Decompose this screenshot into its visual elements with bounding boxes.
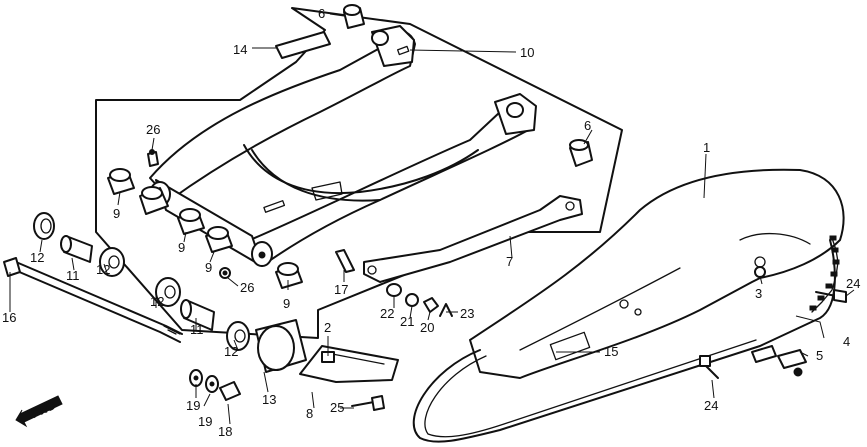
callout-9-d: 9	[283, 296, 290, 311]
plate-14	[275, 31, 331, 59]
leader-lines	[9, 13, 855, 425]
fwd-arrow-icon: FWD	[15, 395, 63, 428]
callout-12-a: 12	[30, 250, 44, 265]
callout-25: 25	[330, 400, 344, 415]
bolt-24-lower	[699, 355, 719, 379]
oil-seal-upper	[33, 212, 55, 240]
callout-26-lower: 26	[240, 280, 254, 295]
callout-labels: 1 2 3 4 5 6 6 7 8 9 9 9 9 10 11 11 12 12…	[2, 6, 860, 439]
washer-21	[405, 293, 419, 307]
callout-7: 7	[506, 254, 513, 269]
callout-9-b: 9	[178, 240, 185, 255]
swingarm-group-outline	[95, 7, 623, 339]
bushing-top	[343, 4, 365, 29]
washer-1	[189, 369, 203, 387]
callout-20: 20	[420, 320, 434, 335]
pivot-bushing-lower	[180, 299, 215, 331]
callout-10: 10	[520, 45, 534, 60]
chain-slider	[299, 345, 399, 383]
callout-24-lower: 24	[704, 398, 718, 413]
callout-11-b: 11	[190, 322, 204, 337]
slider-screw	[351, 395, 385, 411]
callout-14: 14	[233, 42, 247, 57]
pivot-nut	[219, 381, 241, 401]
pivot-collar-right	[275, 262, 303, 289]
callout-11-a: 11	[66, 268, 80, 283]
callout-24-right: 24	[846, 276, 860, 291]
pivot-bolt	[3, 257, 183, 343]
callout-13: 13	[262, 392, 276, 407]
pivot-collar-lower	[205, 226, 233, 253]
pivot-collar-upper-left	[107, 168, 135, 195]
callout-4: 4	[843, 334, 850, 349]
bolt-24-right	[815, 289, 847, 303]
washer-22	[386, 283, 402, 297]
callout-18: 18	[218, 424, 232, 439]
dust-cap	[255, 319, 307, 373]
callout-17: 17	[334, 282, 348, 297]
pivot-collar-mid	[177, 208, 205, 235]
callout-9-a: 9	[113, 206, 120, 221]
pivot-collar-upper-mid	[139, 186, 169, 215]
callout-2: 2	[324, 320, 331, 335]
swingarm	[149, 25, 537, 267]
callout-9-c: 9	[205, 260, 212, 275]
chain-case	[469, 168, 845, 379]
bearing-lower	[155, 277, 181, 307]
callout-12-d: 12	[224, 344, 238, 359]
callout-6-top: 6	[318, 6, 325, 21]
pivot-bushing-upper	[60, 235, 93, 263]
torque-arm	[363, 195, 583, 283]
callout-12-c: 12	[150, 294, 164, 309]
washer-2	[205, 375, 219, 393]
callout-3: 3	[755, 286, 762, 301]
callout-15: 15	[604, 344, 618, 359]
callout-21: 21	[400, 314, 414, 329]
torque-arm-bolt	[335, 249, 355, 273]
callout-16: 16	[2, 310, 16, 325]
case-bolt-3	[754, 266, 766, 278]
master-link	[751, 345, 807, 377]
cotter-pin	[439, 303, 453, 317]
bushing-right	[569, 139, 593, 167]
callout-8: 8	[306, 406, 313, 421]
grease-nipple-upper	[147, 149, 159, 167]
callout-1: 1	[703, 140, 710, 155]
callout-26-upper: 26	[146, 122, 160, 137]
callout-22: 22	[380, 306, 394, 321]
callout-19-a: 19	[186, 398, 200, 413]
grease-nipple-lower	[219, 267, 231, 279]
callout-19-b: 19	[198, 414, 212, 429]
small-bolt-2	[321, 351, 335, 363]
nut-20	[423, 297, 439, 313]
callout-6-right: 6	[584, 118, 591, 133]
callout-5: 5	[816, 348, 823, 363]
fwd-label: FWD	[30, 400, 58, 421]
callout-23: 23	[460, 306, 474, 321]
callout-12-b: 12	[96, 262, 110, 277]
drive-chain	[412, 235, 840, 443]
